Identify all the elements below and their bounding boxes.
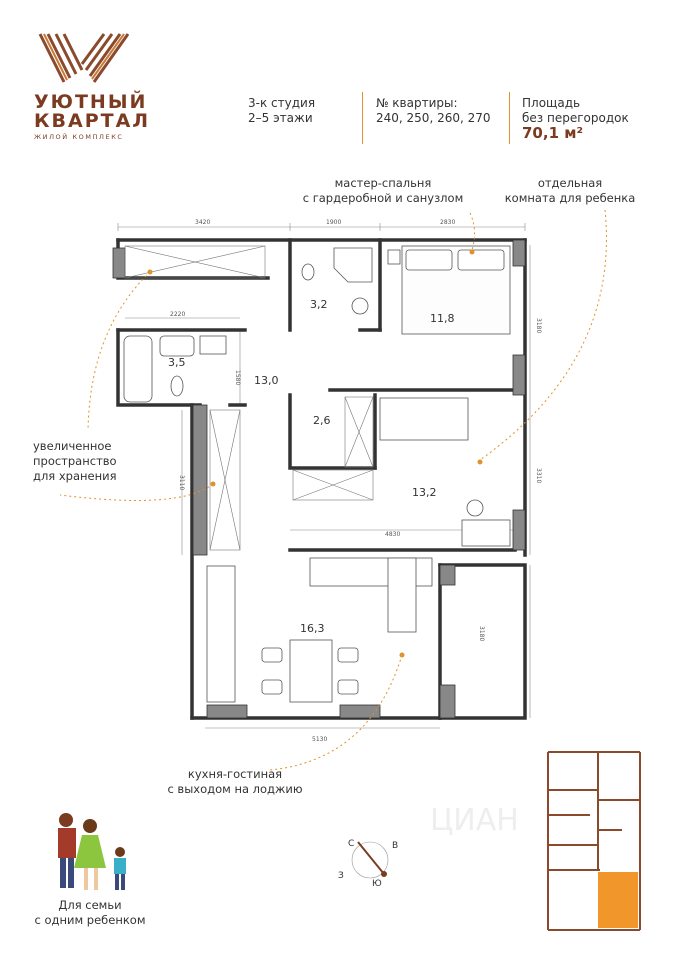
dim-label: 2830 <box>440 219 455 226</box>
room-area-bathroom: 3,5 <box>168 356 186 369</box>
apartment-type: 3-к студия 2–5 этажи <box>248 96 316 125</box>
key-plan <box>547 751 641 931</box>
compass-east: В <box>392 841 398 851</box>
annotation-kitchen: кухня-гостиная с выходом на лоджию <box>167 767 303 796</box>
family-icon <box>58 813 126 890</box>
brand-subtitle: ЖИЛОЙ КОМПЛЕКС <box>34 133 124 141</box>
room-area-master: 11,8 <box>430 312 455 325</box>
room-area-wardrobe: 2,6 <box>313 414 331 427</box>
dim-label: 1900 <box>326 219 341 226</box>
compass-south: Ю <box>372 879 382 889</box>
annotation-leaders <box>59 209 607 771</box>
annotation-family: Для семьи с одним ребенком <box>34 898 146 927</box>
dim-label: 3180 <box>535 318 542 333</box>
header-divider <box>362 92 363 144</box>
dimension-lines <box>117 223 531 729</box>
room-area-living: 16,3 <box>300 622 325 635</box>
compass-west: З <box>338 871 344 881</box>
brand-name-line2: КВАРТАЛ <box>34 110 151 132</box>
dim-label: 3110 <box>178 475 185 490</box>
compass-north: С <box>348 839 354 849</box>
dim-label: 5130 <box>312 736 327 743</box>
annotation-storage: увеличенное пространство для хранения <box>33 439 117 483</box>
walls <box>116 238 527 720</box>
annotation-master: мастер-спальня с гардеробной и санузлом <box>302 176 464 205</box>
area-value: 70,1 м² <box>522 124 584 142</box>
storage-area <box>124 245 374 551</box>
key-plan-highlight <box>598 872 638 928</box>
dim-label: 4830 <box>385 531 400 538</box>
dim-label: 3420 <box>195 219 210 226</box>
logo-mark-icon <box>38 33 130 83</box>
dim-label: 1580 <box>234 370 241 385</box>
room-area-child: 13,2 <box>412 486 437 499</box>
dim-label: 3310 <box>535 468 542 483</box>
header-divider <box>509 92 510 144</box>
brand-logo <box>34 30 134 88</box>
furniture <box>123 245 511 703</box>
dim-label: 2220 <box>170 311 185 318</box>
room-area-bath-small: 3,2 <box>310 298 328 311</box>
annotation-dots <box>147 249 483 658</box>
compass-icon <box>351 841 389 879</box>
annotation-child: отдельная комната для ребенка <box>504 176 636 205</box>
brand-name-line1: УЮТНЫЙ <box>34 91 148 113</box>
room-area-hall: 13,0 <box>254 374 279 387</box>
watermark: ЦИАН <box>430 803 519 838</box>
wall-blocks <box>112 239 526 719</box>
apartment-area: Площадь без перегородок 70,1 м² <box>522 96 629 142</box>
dim-label: 3180 <box>478 626 485 641</box>
apartment-numbers: № квартиры: 240, 250, 260, 270 <box>376 96 491 125</box>
